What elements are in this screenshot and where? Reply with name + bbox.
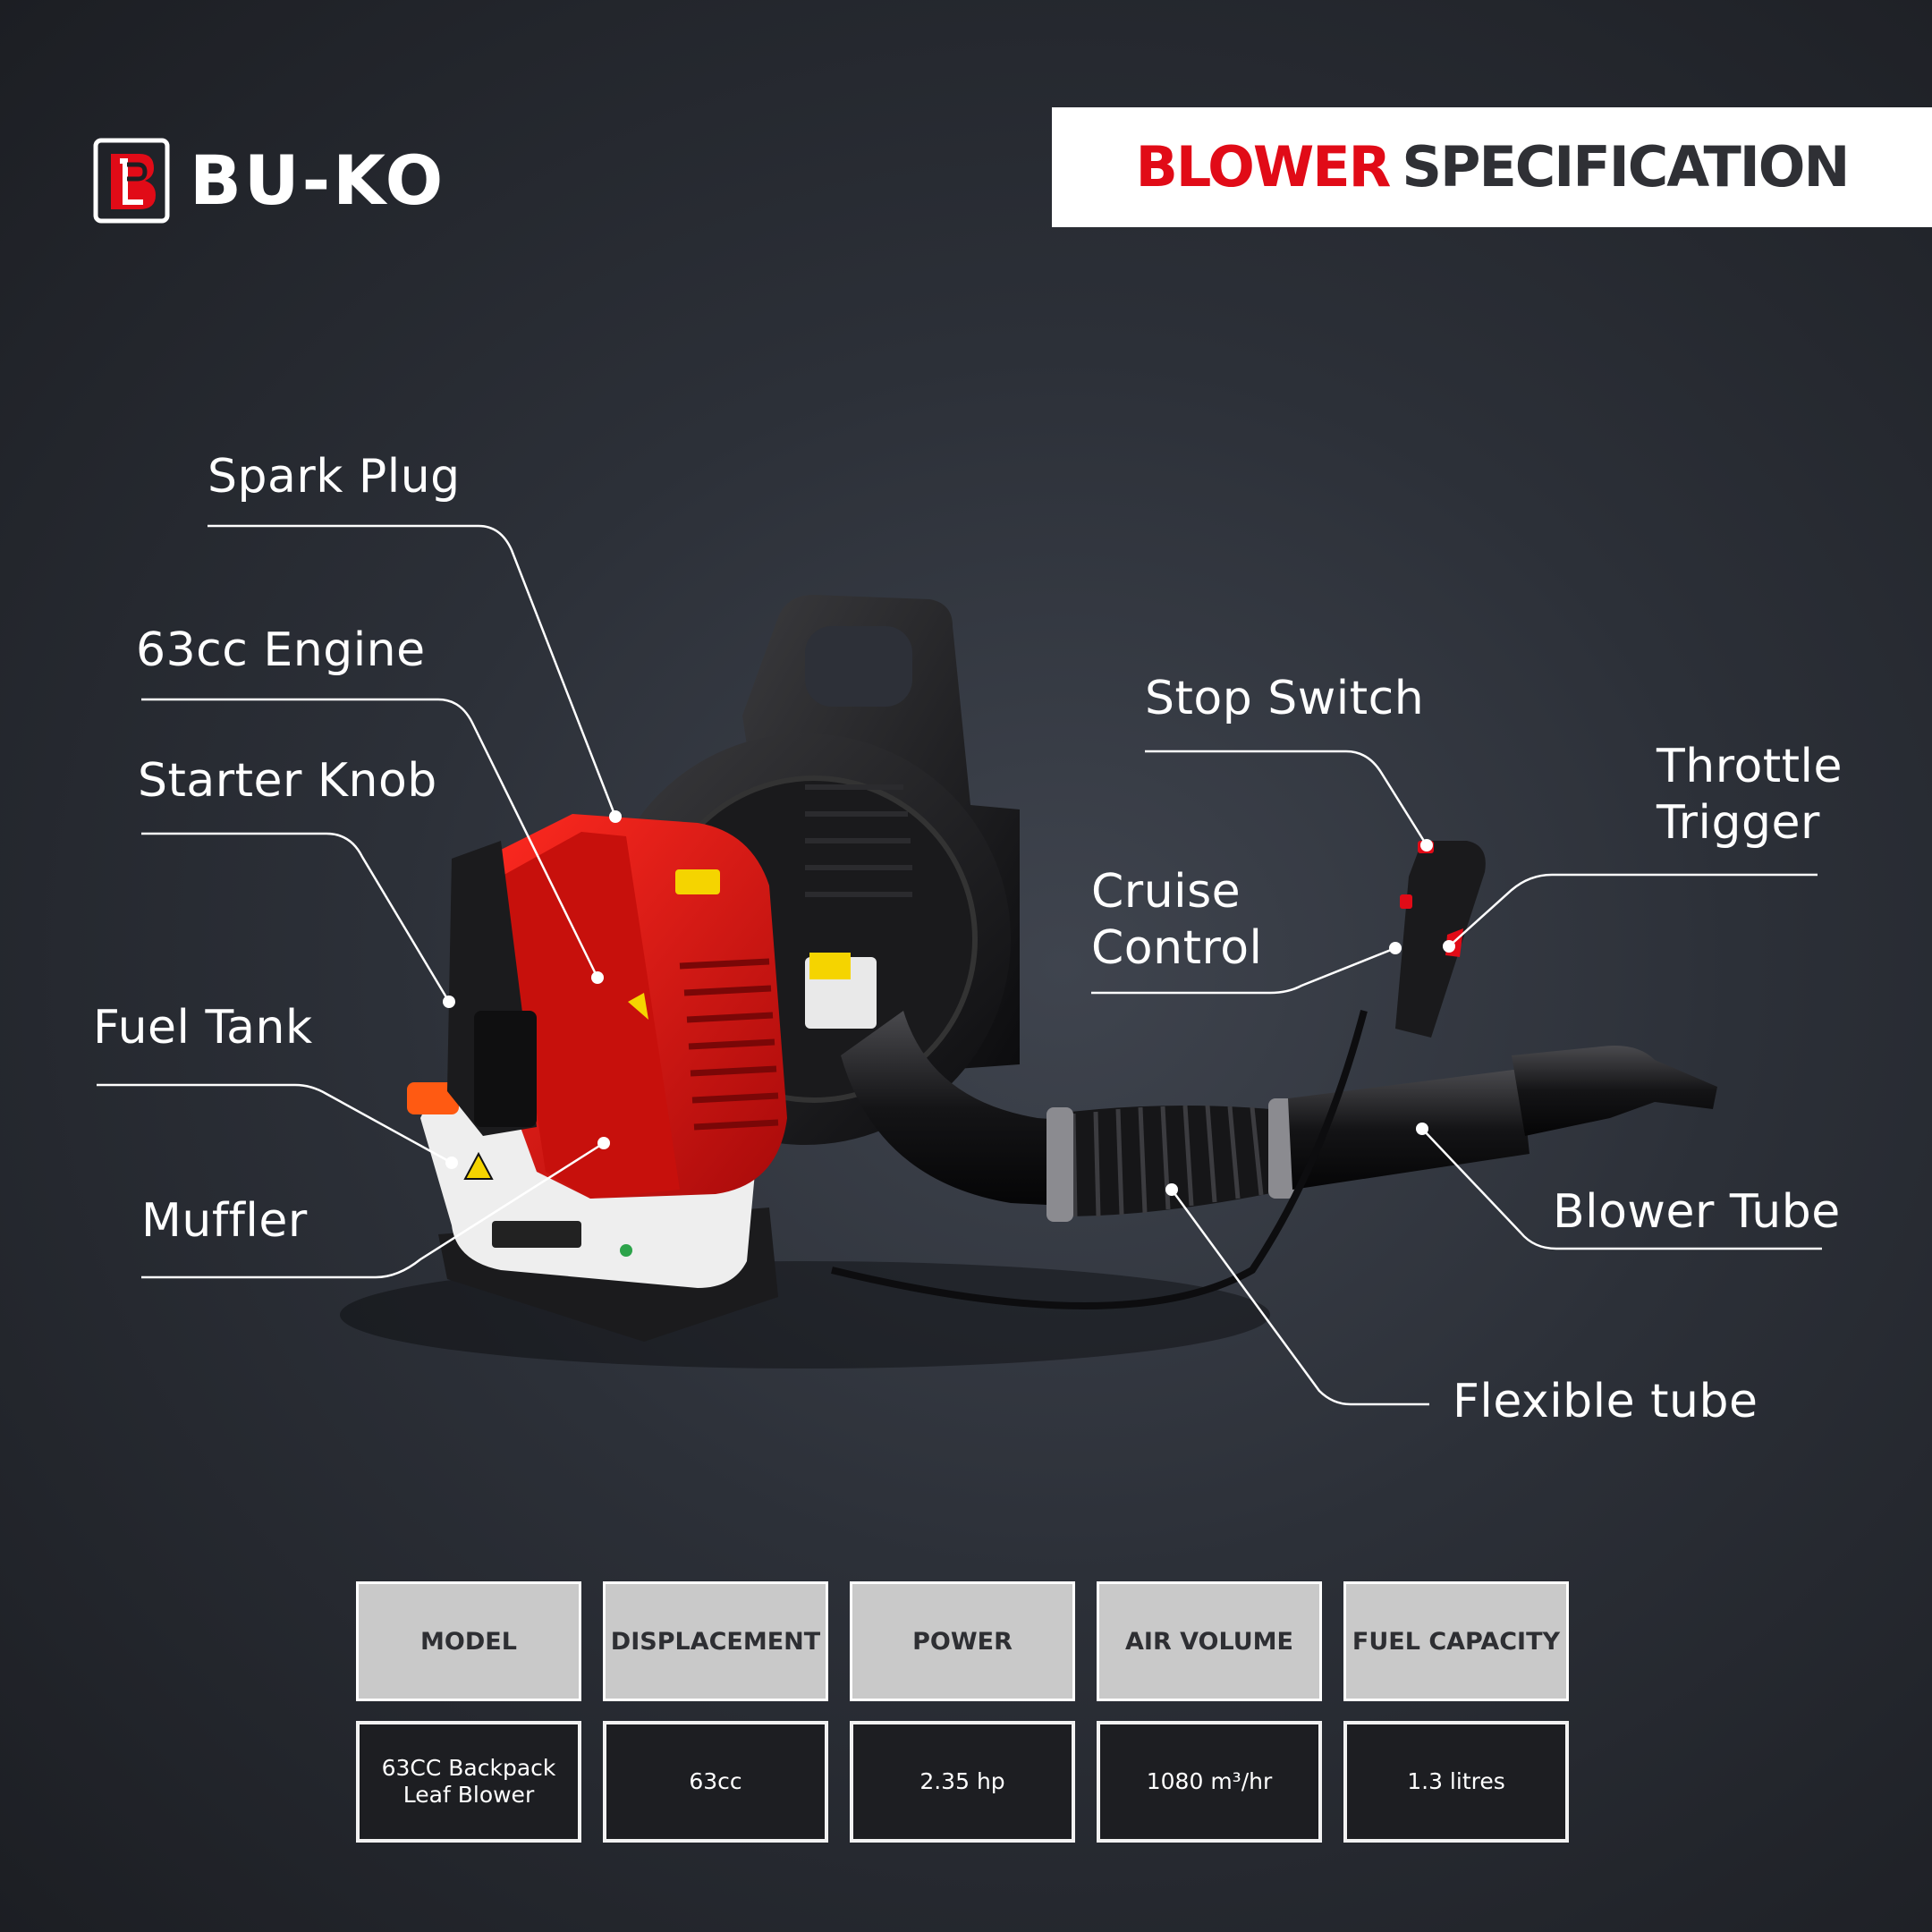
- callout-muffler: Muffler: [141, 1194, 308, 1248]
- callout-starter-knob: Starter Knob: [138, 754, 437, 808]
- muffler-leader: [141, 1141, 605, 1279]
- callout-flexible-tube: Flexible tube: [1453, 1375, 1758, 1428]
- specification-banner: BLOWER SPECIFICATION: [1052, 107, 1932, 227]
- spec-header-air-volume: AIR VOLUME: [1097, 1581, 1322, 1701]
- starter-knob-leader: [141, 832, 451, 1003]
- fuel-tank-leader: [97, 1083, 453, 1165]
- spec-value-air-volume: 1080 m³/hr: [1097, 1721, 1322, 1843]
- callout-engine: 63cc Engine: [136, 623, 426, 677]
- engine-leader: [141, 698, 599, 979]
- brand-logo: BU-KO: [93, 138, 445, 224]
- spec-header-fuel-capacity: FUEL CAPACITY: [1343, 1581, 1569, 1701]
- cruise-control-dot: [1389, 942, 1402, 954]
- muffler-dot: [597, 1137, 610, 1149]
- blower-tube-dot: [1416, 1123, 1428, 1135]
- banner-dark-word: SPECIFICATION: [1402, 134, 1850, 199]
- callout-spark-plug: Spark Plug: [208, 450, 461, 504]
- spec-value-power: 2.35 hp: [850, 1721, 1075, 1843]
- stop-switch-leader: [1145, 750, 1428, 846]
- fuel-tank-dot: [445, 1157, 458, 1169]
- engine-dot: [591, 971, 604, 984]
- callout-stop-switch: Stop Switch: [1145, 672, 1425, 725]
- spec-value-displacement: 63cc: [603, 1721, 828, 1843]
- starter-knob-dot: [443, 996, 455, 1008]
- spec-header-displacement: DISPLACEMENT: [603, 1581, 828, 1701]
- stop-switch-dot: [1420, 839, 1433, 852]
- banner-red-word: BLOWER: [1135, 134, 1392, 199]
- spark-plug-leader: [208, 524, 617, 818]
- flexible-tube-dot: [1165, 1183, 1178, 1196]
- cruise-control-leader: [1091, 946, 1396, 995]
- spark-plug-dot: [609, 810, 622, 823]
- callout-blower-tube: Blower Tube: [1553, 1185, 1841, 1239]
- spec-header-power: POWER: [850, 1581, 1075, 1701]
- callout-fuel-tank: Fuel Tank: [93, 1001, 313, 1055]
- callout-throttle-trigger: Throttle Trigger: [1657, 740, 1843, 851]
- spec-value-model: 63CC Backpack Leaf Blower: [356, 1721, 581, 1843]
- callout-cruise-control: Cruise Control: [1091, 865, 1263, 976]
- spec-value-fuel-capacity: 1.3 litres: [1343, 1721, 1569, 1843]
- brand-name: BU-KO: [190, 140, 446, 220]
- spec-header-model: MODEL: [356, 1581, 581, 1701]
- flexible-tube-leader: [1170, 1189, 1429, 1406]
- throttle-trigger-leader: [1448, 873, 1818, 947]
- blower-tube-leader: [1421, 1128, 1822, 1250]
- brand-logo-icon: [93, 138, 170, 224]
- throttle-trigger-dot: [1443, 940, 1455, 953]
